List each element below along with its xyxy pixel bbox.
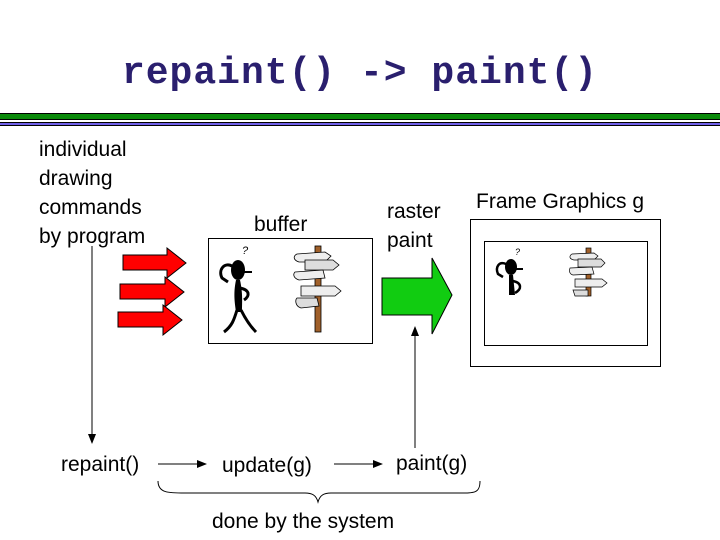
svg-text:?: ? xyxy=(515,247,520,257)
system-brace xyxy=(157,480,481,504)
commands-label-line: commands xyxy=(39,196,142,219)
commands-label-line: by program xyxy=(39,225,146,248)
raster-paint-label: raster paint xyxy=(387,197,441,255)
repaint-call-label: repaint() xyxy=(61,453,140,476)
system-label: done by the system xyxy=(212,510,395,533)
thinking-person-icon: ? xyxy=(219,245,258,334)
raster-label-line: raster xyxy=(387,200,441,223)
command-arrow xyxy=(119,275,185,309)
paint-call-label: paint(g) xyxy=(396,452,468,475)
signpost-icon xyxy=(569,247,608,297)
svg-text:?: ? xyxy=(242,245,249,257)
frame-graphics-label: Frame Graphics g xyxy=(476,190,645,213)
thinking-person-icon: ? xyxy=(495,247,523,295)
raster-paint-arrow xyxy=(381,257,453,335)
commands-label-line: drawing xyxy=(39,167,113,190)
commands-label-line: individual xyxy=(39,138,127,161)
command-arrow xyxy=(117,303,183,337)
commands-label: individual drawing commands by program xyxy=(39,135,145,251)
signpost-icon xyxy=(293,245,342,333)
title-rule-bottom xyxy=(0,122,720,126)
command-arrow xyxy=(122,246,187,280)
update-call-label: update(g) xyxy=(222,454,312,477)
raster-label-line: paint xyxy=(387,229,433,252)
title-rule-top xyxy=(0,113,720,120)
buffer-label: buffer xyxy=(254,213,308,236)
slide-title: repaint() -> paint() xyxy=(121,52,599,95)
